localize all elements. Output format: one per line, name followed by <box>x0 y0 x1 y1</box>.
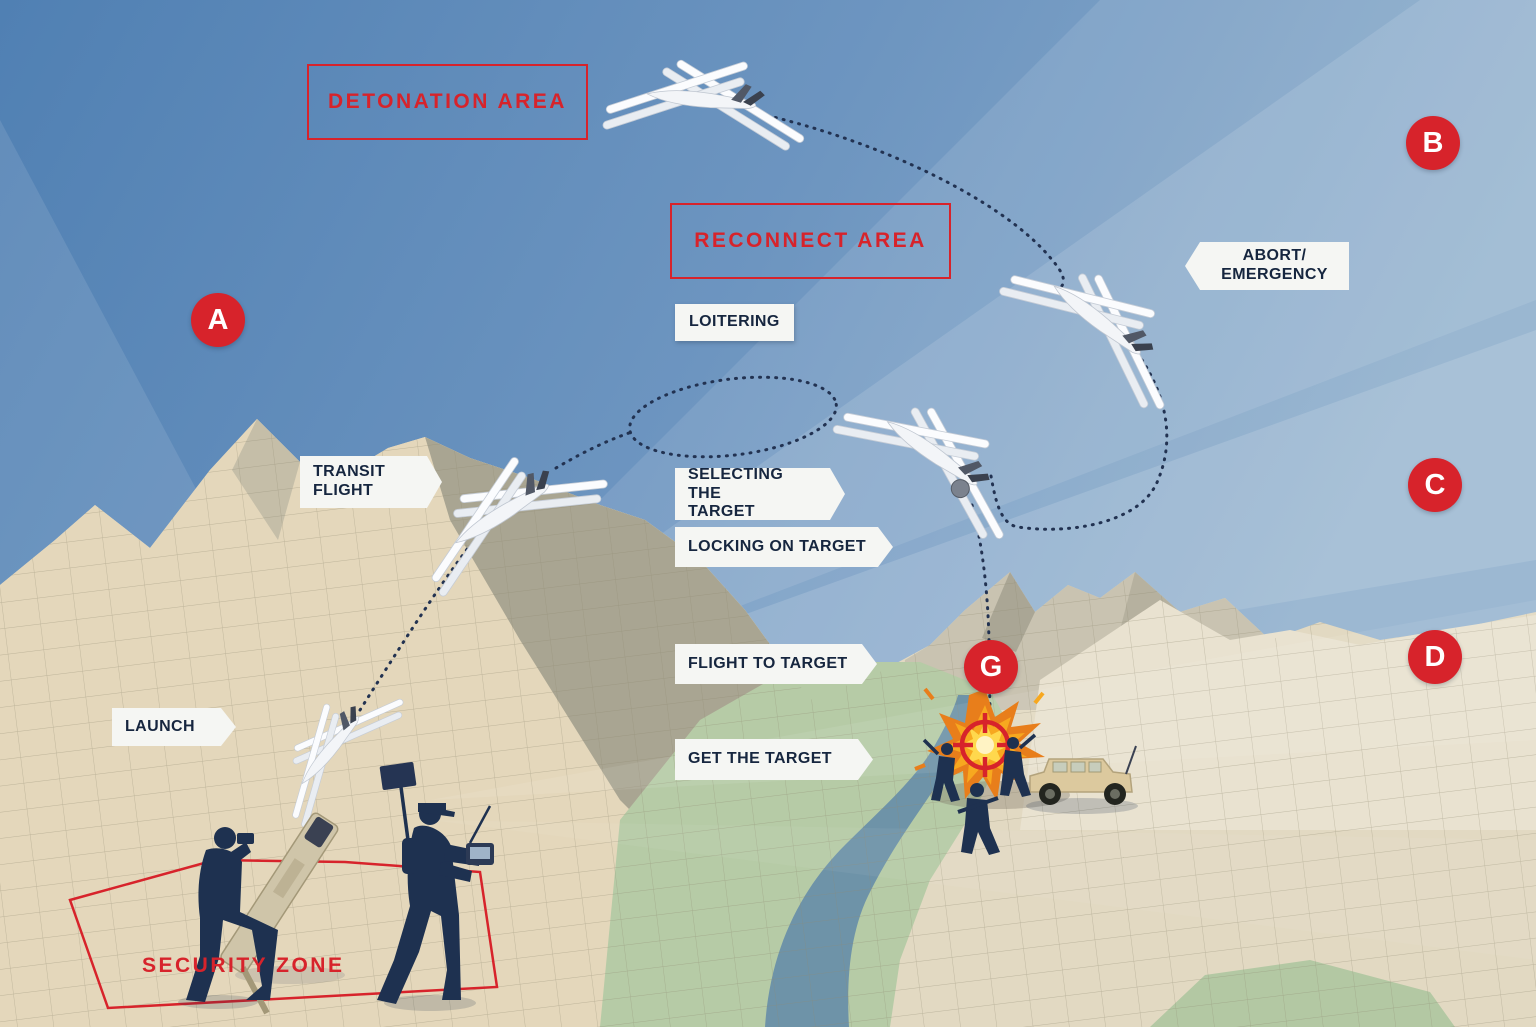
flight-to-target-label: FLIGHT TO TARGET <box>675 644 877 684</box>
kneeling-spotter-icon <box>186 827 278 1002</box>
path-detonation-to-abort <box>750 110 1065 292</box>
reconnect-area-box: RECONNECT AREA <box>670 203 951 279</box>
locking-on-target-label: LOCKING ON TARGET <box>675 527 893 567</box>
path-abort-loop <box>988 358 1169 531</box>
security-zone-label: SECURITY ZONE <box>142 954 345 977</box>
get-the-target-label: GET THE TARGET <box>675 739 873 780</box>
transit-flight-label: TRANSIT FLIGHT <box>300 456 442 508</box>
enemy-soldiers-icons <box>922 733 1037 855</box>
detonation-area-box: DETONATION AREA <box>307 64 588 140</box>
drone-operator-icon <box>377 762 494 1004</box>
path-launch-to-transit <box>358 546 470 712</box>
selecting-target-label: SELECTING THE TARGET <box>675 468 845 520</box>
marker-c-badge: C <box>1408 458 1462 512</box>
target-scene <box>914 687 1138 855</box>
loiter-orbit-ellipse <box>628 375 838 459</box>
camera-gimbal-icon <box>950 479 970 499</box>
antenna-panel-icon <box>379 762 417 790</box>
drone-selecting-icon <box>821 358 1046 553</box>
drones <box>250 45 1209 838</box>
launch-scene <box>68 762 499 1015</box>
marker-b-badge: B <box>1406 116 1460 170</box>
launch-tube-icon <box>220 812 339 1015</box>
launch-label: LAUNCH <box>112 708 236 746</box>
marker-d-badge: D <box>1408 630 1462 684</box>
humvee-icon <box>1026 745 1138 814</box>
path-transit-to-loiter <box>554 430 634 470</box>
marker-a-badge: A <box>191 293 245 347</box>
abort-emergency-label: ABORT/ EMERGENCY <box>1185 242 1349 290</box>
marker-g-badge: G <box>964 640 1018 694</box>
loitering-label: LOITERING <box>675 304 794 341</box>
